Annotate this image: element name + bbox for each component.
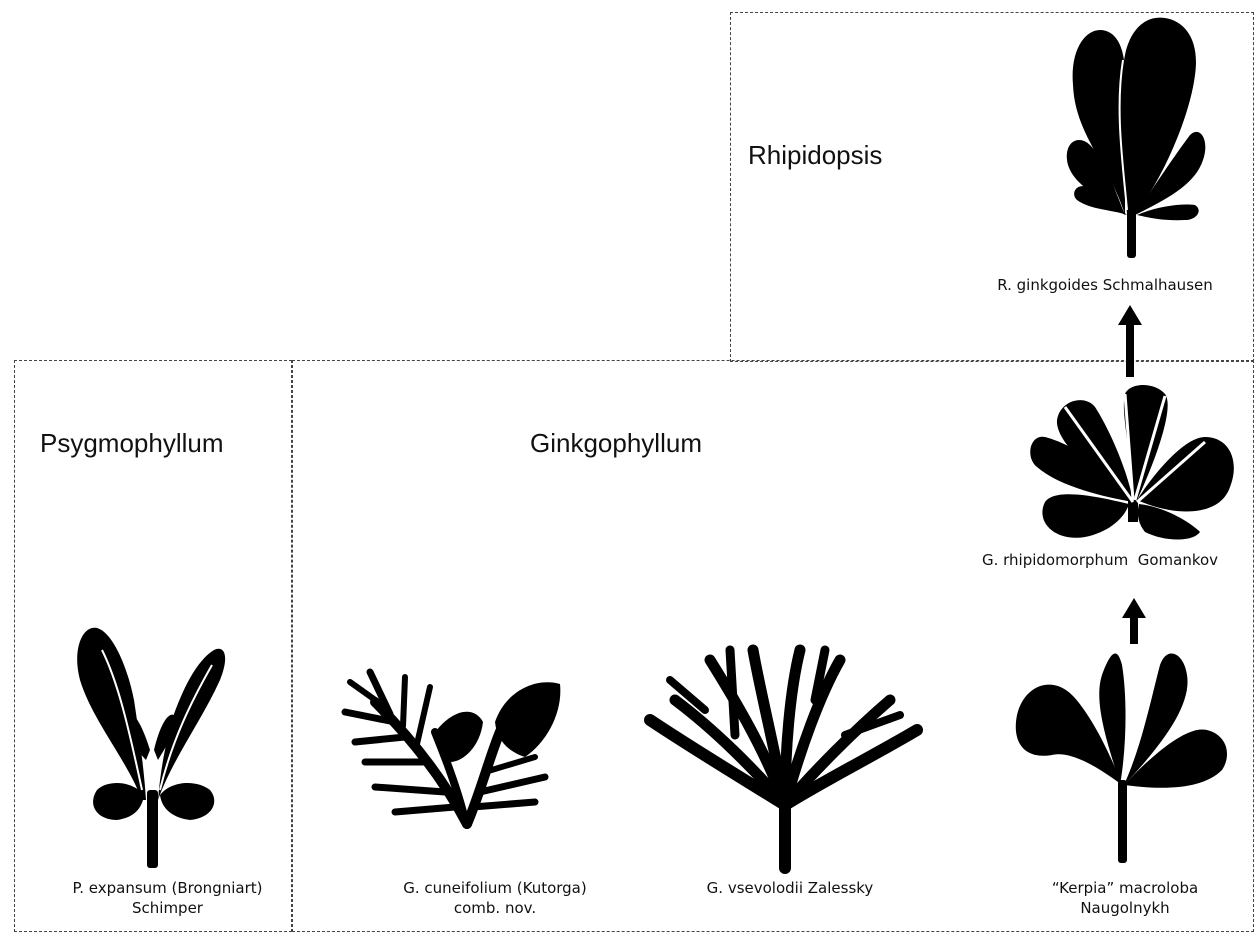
leaf-g-cuneifolium (335, 662, 565, 832)
caption-line: R. ginkgoides Schmalhausen (985, 275, 1225, 295)
leaf-r-ginkgoides (1055, 15, 1215, 260)
caption-line: G. cuneifolium (Kutorga) (375, 878, 615, 898)
caption-line: G. rhipidomorphum Gomankov (960, 550, 1240, 570)
caption-kerpia-macroloba: “Kerpia” macroloba Naugolnykh (1010, 878, 1240, 918)
leaf-g-vsevolodii (635, 640, 925, 872)
genus-label-rhipidopsis: Rhipidopsis (748, 140, 882, 171)
caption-g-cuneifolium: G. cuneifolium (Kutorga) comb. nov. (375, 878, 615, 918)
caption-line: P. expansum (Brongniart) (50, 878, 285, 898)
caption-line: Schimper (50, 898, 285, 918)
caption-r-ginkgoides: R. ginkgoides Schmalhausen (985, 275, 1225, 295)
genus-label-ginkgophyllum: Ginkgophyllum (530, 428, 702, 459)
caption-g-rhipidomorphum: G. rhipidomorphum Gomankov (960, 550, 1240, 570)
caption-g-vsevolodii: G. vsevolodii Zalessky (670, 878, 910, 898)
arrow-up-icon (1117, 305, 1143, 377)
leaf-p-expansum (72, 620, 232, 870)
caption-line: G. vsevolodii Zalessky (670, 878, 910, 898)
leaf-kerpia-macroloba (1012, 645, 1232, 865)
caption-line: comb. nov. (375, 898, 615, 918)
caption-p-expansum: P. expansum (Brongniart) Schimper (50, 878, 285, 918)
leaf-g-rhipidomorphum (1025, 382, 1245, 542)
genus-label-psygmophyllum: Psygmophyllum (40, 428, 224, 459)
caption-line: Naugolnykh (1010, 898, 1240, 918)
arrow-up-icon (1121, 598, 1147, 644)
caption-line: “Kerpia” macroloba (1010, 878, 1240, 898)
